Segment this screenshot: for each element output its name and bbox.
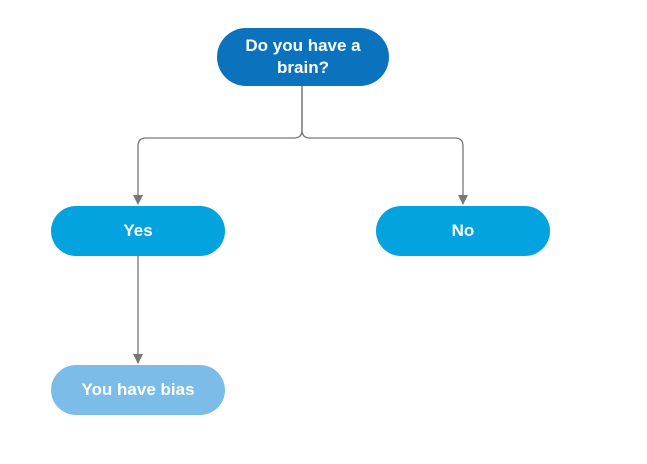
no-node[interactable]: No: [376, 206, 550, 256]
yes-node[interactable]: Yes: [51, 206, 225, 256]
bias-node[interactable]: You have bias: [51, 365, 225, 415]
question-node[interactable]: Do you have a brain?: [217, 28, 389, 86]
edge-question-to-no: [301, 86, 468, 205]
edge-question-to-yes: [133, 86, 303, 205]
